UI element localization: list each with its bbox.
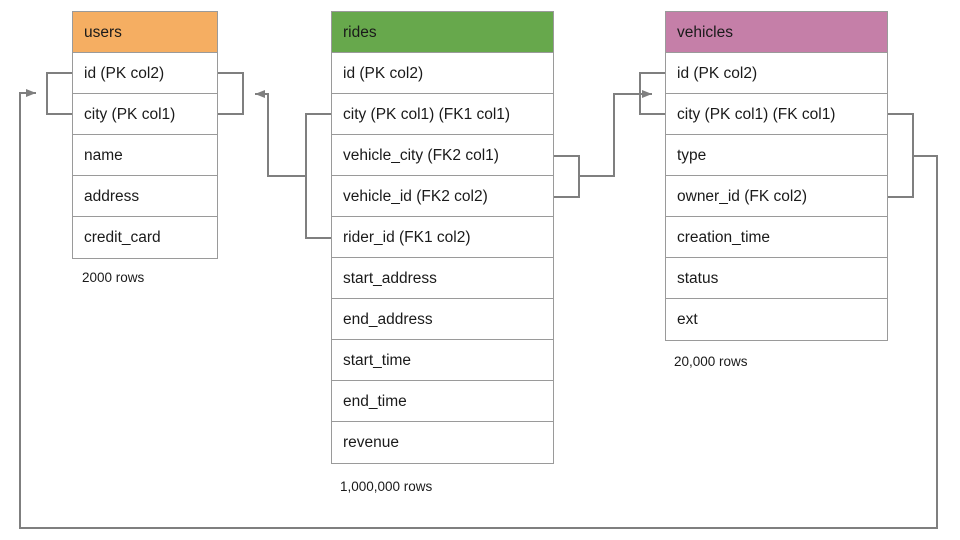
rides-fk1-bracket	[305, 113, 332, 239]
users-right-bracket	[217, 72, 244, 115]
table-rides-row-count: 1,000,000 rows	[340, 479, 433, 494]
table-rides-column-start-time[interactable]: start_time	[332, 340, 553, 381]
table-users[interactable]: users id (PK col2) city (PK col1) name a…	[72, 11, 218, 259]
table-rides-header: rides	[332, 12, 553, 53]
table-rides-column-id[interactable]: id (PK col2)	[332, 53, 553, 94]
rides-fk1-link	[255, 90, 307, 177]
table-rides-column-end-time[interactable]: end_time	[332, 381, 553, 422]
table-rides-column-vehicle-city[interactable]: vehicle_city (FK2 col1)	[332, 135, 553, 176]
table-vehicles-column-owner-id[interactable]: owner_id (FK col2)	[666, 176, 887, 217]
table-rides-column-city[interactable]: city (PK col1) (FK1 col1)	[332, 94, 553, 135]
table-vehicles-column-id[interactable]: id (PK col2)	[666, 53, 887, 94]
table-users-column-id[interactable]: id (PK col2)	[73, 53, 217, 94]
table-vehicles-column-creation-time[interactable]: creation_time	[666, 217, 887, 258]
table-rides-column-start-address[interactable]: start_address	[332, 258, 553, 299]
table-users-header: users	[73, 12, 217, 53]
table-users-column-name[interactable]: name	[73, 135, 217, 176]
table-vehicles-row-count: 20,000 rows	[674, 354, 748, 369]
table-vehicles-column-city[interactable]: city (PK col1) (FK col1)	[666, 94, 887, 135]
table-rides-column-vehicle-id[interactable]: vehicle_id (FK2 col2)	[332, 176, 553, 217]
vehicles-left-bracket	[639, 72, 666, 115]
rides-fk2-link	[578, 90, 652, 177]
table-vehicles-column-ext[interactable]: ext	[666, 299, 887, 340]
table-users-column-credit-card[interactable]: credit_card	[73, 217, 217, 258]
table-users-column-city[interactable]: city (PK col1)	[73, 94, 217, 135]
table-rides-column-end-address[interactable]: end_address	[332, 299, 553, 340]
table-users-row-count: 2000 rows	[82, 270, 145, 285]
table-rides-column-revenue[interactable]: revenue	[332, 422, 553, 463]
table-users-column-address[interactable]: address	[73, 176, 217, 217]
table-vehicles[interactable]: vehicles id (PK col2) city (PK col1) (FK…	[665, 11, 888, 341]
table-vehicles-column-type[interactable]: type	[666, 135, 887, 176]
table-vehicles-column-status[interactable]: status	[666, 258, 887, 299]
users-left-bracket	[46, 72, 73, 115]
table-rides[interactable]: rides id (PK col2) city (PK col1) (FK1 c…	[331, 11, 554, 464]
table-rides-column-rider-id[interactable]: rider_id (FK1 col2)	[332, 217, 553, 258]
rides-fk2-bracket	[553, 155, 580, 198]
vehicles-fk3-bracket	[887, 113, 914, 198]
table-vehicles-header: vehicles	[666, 12, 887, 53]
